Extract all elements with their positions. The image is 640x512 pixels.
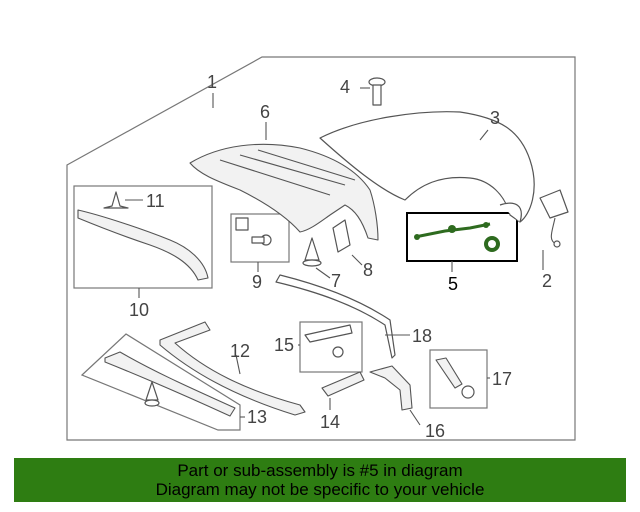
callout-5: 5: [448, 274, 458, 294]
bracket-part-8: [332, 219, 351, 253]
moulding-part-12: [159, 321, 306, 416]
callout-8: 8: [363, 260, 373, 280]
callout-1: 1: [207, 72, 217, 92]
strip-part-13: [104, 351, 236, 417]
callout-15: 15: [274, 335, 294, 355]
bracket-part-16: [369, 365, 413, 411]
highlight-box-5: [406, 212, 518, 262]
clip-part-11: [103, 191, 129, 209]
callout-17: 17: [492, 369, 512, 389]
callout-2: 2: [542, 271, 552, 291]
callout-10: 10: [129, 300, 149, 320]
trim-part-17: [435, 357, 475, 399]
leader-lines: [125, 87, 544, 426]
trim-part-10: [77, 209, 209, 281]
info-banner: Part or sub-assembly is #5 in diagram Di…: [14, 458, 626, 502]
rear-frame-part: [189, 143, 379, 241]
callout-4: 4: [340, 77, 350, 97]
callout-11: 11: [146, 191, 165, 211]
banner-line-2: Diagram may not be specific to your vehi…: [155, 480, 485, 499]
callout-6: 6: [260, 102, 270, 122]
callout-13: 13: [247, 407, 267, 427]
parts-diagram: 1 2 3 4 5 6 7 8 9 10 11 12 13 14 15 16 1…: [66, 56, 576, 441]
callout-12: 12: [230, 341, 250, 361]
callout-3: 3: [490, 108, 500, 128]
callout-16: 16: [425, 421, 445, 441]
banner-line-1: Part or sub-assembly is #5 in diagram: [177, 461, 463, 480]
cable-assembly-part-5: [414, 222, 500, 252]
callout-18: 18: [412, 326, 432, 346]
fastener-part-9: [235, 217, 272, 246]
trim-part-14: [321, 371, 365, 397]
callout-9: 9: [252, 272, 262, 292]
cable-part-2: [539, 189, 569, 248]
callout-7: 7: [331, 271, 341, 291]
trim-part-15: [304, 324, 353, 358]
seal-part-18: [275, 274, 396, 359]
callout-14: 14: [320, 412, 340, 432]
bolt-part-4: [368, 77, 386, 106]
clip-part-7: [302, 237, 322, 267]
